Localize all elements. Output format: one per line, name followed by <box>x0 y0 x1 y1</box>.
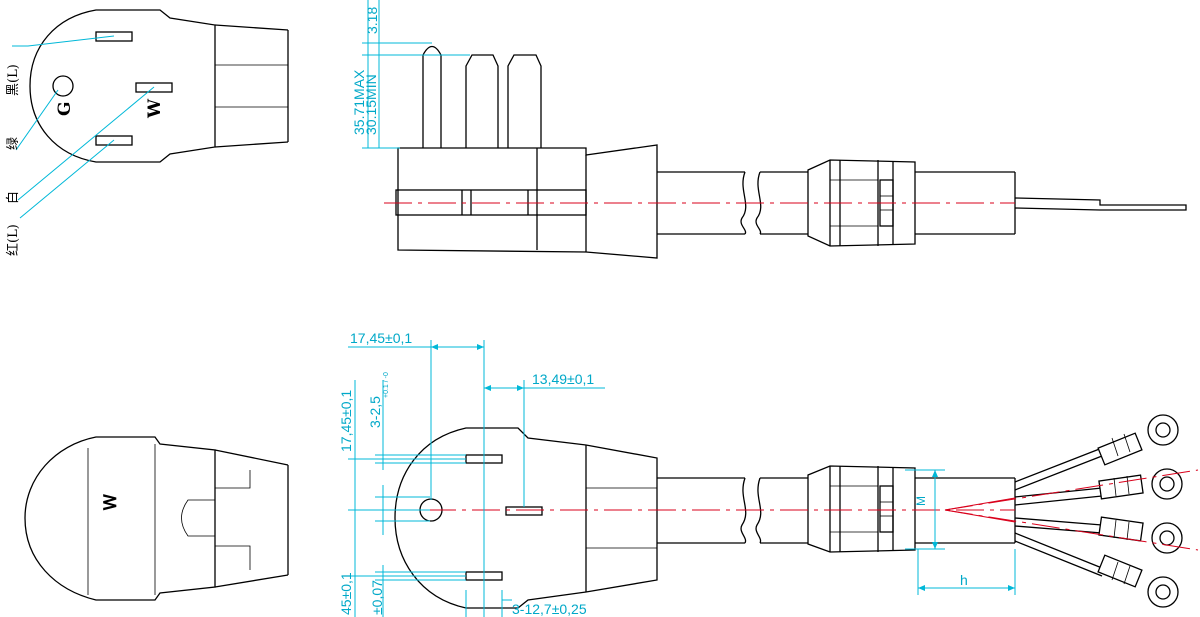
dim-slot-width: 3-2,5 <box>367 396 383 428</box>
ring-terminal-1 <box>1097 414 1179 466</box>
ring-terminal-2 <box>1098 468 1183 500</box>
wire-label-green: 绿 <box>6 137 21 150</box>
wire-label-black: 黑(L) <box>6 64 21 96</box>
dim-vertical-b: 45±0,1 <box>338 572 354 615</box>
neutral-blade-slot <box>135 82 173 93</box>
dim-slot-width-tol: +0.1 / -0 <box>383 372 390 398</box>
top-view-blade-middle <box>505 506 543 516</box>
dim-horizontal-b: 13,49±0,1 <box>532 371 594 387</box>
wire-label-red: 红(L) <box>5 224 21 256</box>
hot-blade-slot-top <box>95 31 133 42</box>
plug-face-view-top: G W <box>29 9 289 163</box>
dim-pin-height-min: 30.15MIN <box>363 74 379 135</box>
neutral-mark: W <box>145 98 165 119</box>
dim-horizontal-a: 17,45±0,1 <box>350 330 412 346</box>
dim-pin-length: 3-12,7±0,25 <box>512 601 587 617</box>
ground-mark: G <box>55 101 75 116</box>
ground-pin-hole <box>52 75 74 97</box>
dim-strip-length: h <box>960 572 968 588</box>
wire-label-white: 白 <box>5 191 21 204</box>
wire-leaders <box>12 35 155 219</box>
ring-terminal-4 <box>1097 554 1179 608</box>
top-view-dimensions <box>348 340 1016 617</box>
dim-top-extra: 3.18 <box>364 7 380 34</box>
ring-terminal-3 <box>1098 516 1183 554</box>
certification-logo: Ꮃ <box>101 494 121 511</box>
dim-vertical-tol: ±0,07 <box>369 580 385 615</box>
side-view-dimensions <box>362 0 470 149</box>
plug-top-view <box>384 414 1199 609</box>
hot-blade-slot-bottom <box>95 135 133 146</box>
plug-side-view <box>384 45 1187 259</box>
dim-strip-width: M <box>914 496 928 506</box>
dim-pin-height-max: 35.71MAX <box>351 69 367 135</box>
plug-back-view: Ꮃ <box>24 436 289 601</box>
dim-vertical-a: 17,45±0,1 <box>338 390 354 452</box>
